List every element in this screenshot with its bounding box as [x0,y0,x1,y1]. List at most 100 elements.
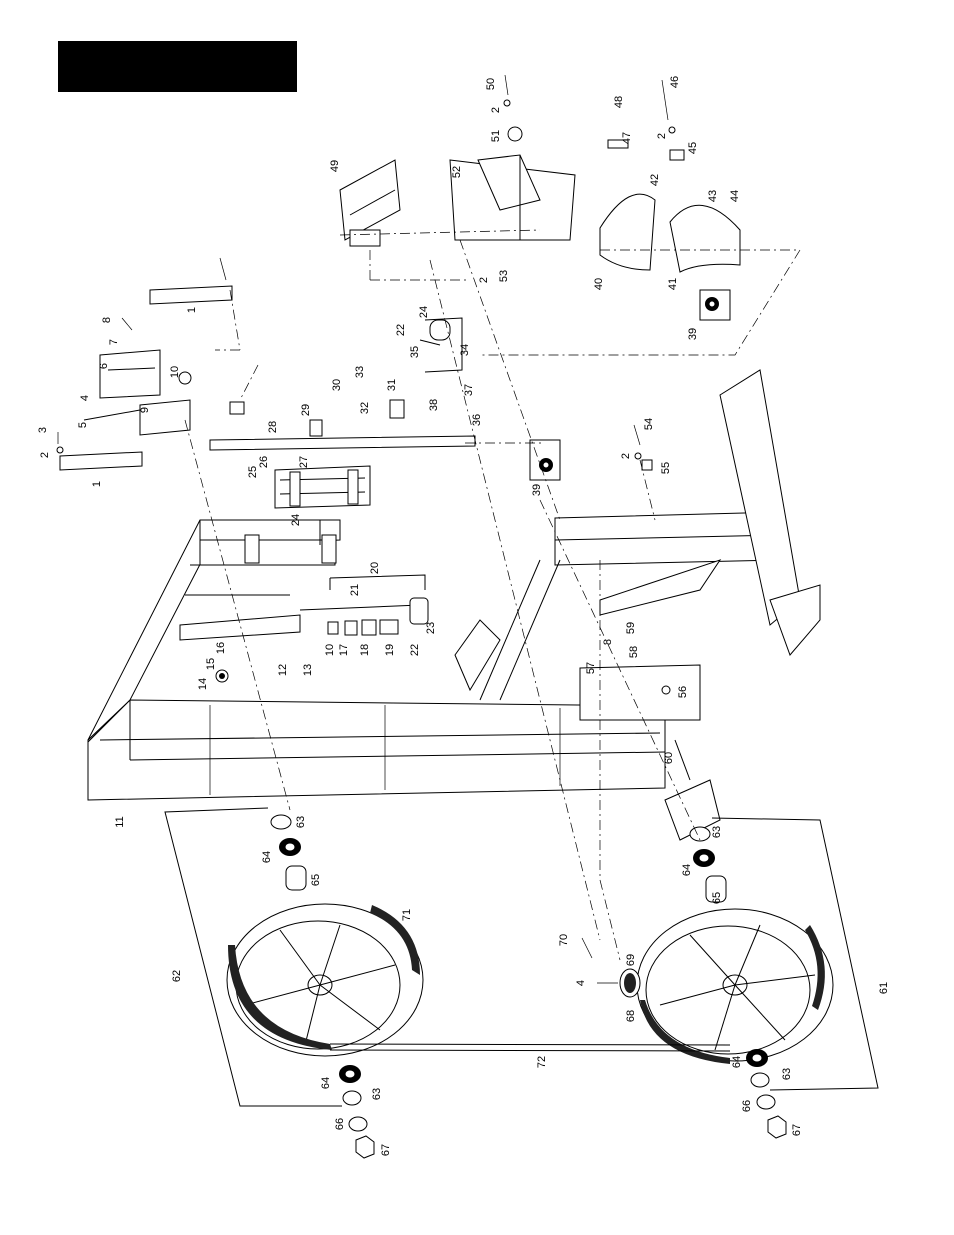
callout-c13: 13 [302,664,314,676]
callout-c20: 20 [369,562,381,574]
callout-c2a: 2 [39,452,51,458]
callout-c39a: 39 [531,484,543,496]
drive-pulley [581,937,641,998]
callout-c11: 11 [114,816,126,827]
callout-c54: 54 [643,418,655,430]
bolts [633,424,653,471]
base-frame [454,369,821,841]
callout-c60: 60 [663,752,675,764]
callout-c52: 52 [451,166,463,178]
callout-c16: 16 [215,642,227,654]
assembly-lines [184,229,801,961]
callout-c3: 3 [37,427,49,433]
callout-c10b: 10 [324,644,336,656]
callout-c47: 47 [621,132,633,144]
callout-c51: 51 [490,130,502,142]
rail [209,399,476,451]
callout-c12: 12 [277,664,289,676]
callout-c66b: 66 [741,1100,753,1112]
callout-c22b: 22 [395,324,407,336]
callout-c7: 7 [108,339,120,345]
callout-c8a: 8 [101,317,113,323]
callout-c36: 36 [471,414,483,426]
lower-hub-parts [689,826,787,1139]
callout-c70: 70 [558,934,570,946]
callout-c63a: 63 [295,816,307,828]
callout-c63d: 63 [781,1068,793,1080]
callout-c37: 37 [463,384,475,396]
callout-c65b: 65 [711,892,723,904]
callout-c6: 6 [98,363,110,369]
callout-c23: 23 [425,622,437,634]
callout-c67a: 67 [380,1144,392,1156]
callout-c19: 19 [384,644,396,656]
callout-c33: 33 [354,366,366,378]
callout-c2c: 2 [490,107,502,113]
callout-c21: 21 [349,584,361,596]
callout-c1a: 1 [186,307,198,313]
callout-c22a: 22 [409,644,421,656]
callout-c29: 29 [300,404,312,416]
callout-c39b: 39 [687,328,699,340]
callout-c38: 38 [428,399,440,411]
callout-c50: 50 [485,78,497,90]
callout-c25: 25 [247,466,259,478]
callout-c62: 62 [171,970,183,982]
main-frame [87,519,666,801]
clamp-knob [419,317,463,373]
callout-c24b: 24 [418,306,430,318]
callout-c44: 44 [729,190,741,202]
callout-c45: 45 [687,142,699,154]
callout-c46: 46 [669,76,681,88]
callout-c4a: 4 [79,395,91,401]
callout-c35: 35 [409,346,421,358]
callout-c5: 5 [77,422,89,428]
callout-c72: 72 [536,1056,548,1068]
callout-c67b: 67 [791,1124,803,1136]
callout-c17: 17 [338,644,350,656]
wheel-guards [599,79,741,273]
callout-c43: 43 [707,190,719,202]
callout-c30: 30 [331,379,343,391]
upper-hub-parts [270,814,375,1159]
header-bar [58,41,297,92]
motor-and-bracket [339,74,576,247]
callout-c66a: 66 [334,1118,346,1130]
callout-c18: 18 [359,644,371,656]
carriage-assembly [274,465,371,509]
callout-c10a: 10 [169,366,181,378]
callout-c1b: 1 [91,481,103,487]
guide-bearings [529,289,731,481]
callout-c68: 68 [625,1010,637,1022]
callout-c2e: 2 [620,453,632,459]
assembly-brackets [164,807,879,1107]
upper-bracket-group [56,257,233,471]
callout-c57: 57 [585,662,597,674]
callout-c71: 71 [401,909,413,921]
callout-c15: 15 [205,658,217,670]
callout-c61: 61 [878,982,890,994]
callout-c24a: 24 [290,514,302,526]
callout-c8b: 8 [602,639,614,645]
callout-c63b: 63 [711,826,723,838]
callout-c40: 40 [593,278,605,290]
callout-c64c: 64 [320,1077,332,1089]
callout-c64b: 64 [681,864,693,876]
callout-c64a: 64 [261,851,273,863]
callout-c42: 42 [649,174,661,186]
callout-c64d: 64 [731,1056,743,1068]
callout-c31: 31 [386,379,398,391]
callout-c4b: 4 [575,980,587,986]
crank-assembly [215,574,429,683]
callout-c49: 49 [329,160,341,172]
callout-c56: 56 [677,686,689,698]
callout-c48: 48 [613,96,625,108]
callout-c65a: 65 [310,874,322,886]
callout-c41: 41 [667,278,679,290]
callout-c2b: 2 [656,133,668,139]
callout-c32: 32 [359,402,371,414]
callout-c9: 9 [139,407,151,413]
callout-c58: 58 [628,646,640,658]
lower-wheel [636,908,834,1064]
callout-c63c: 63 [371,1088,383,1100]
